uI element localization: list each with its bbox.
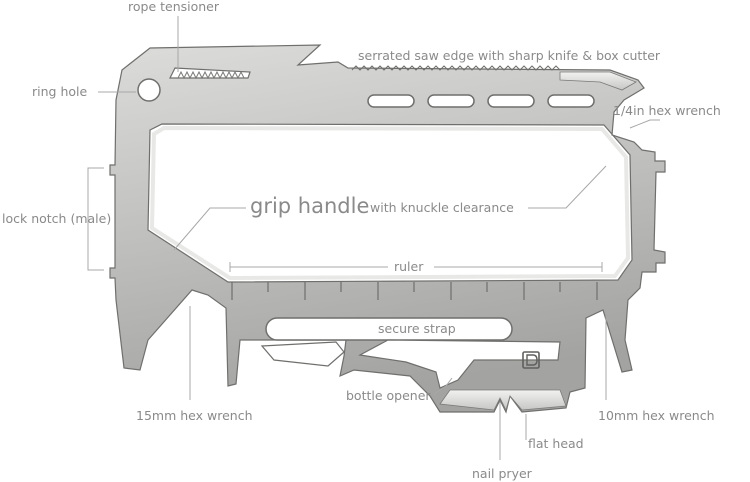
label-grip-main: grip handle <box>250 194 369 218</box>
leader-hex-quarter <box>629 119 660 129</box>
label-lock-notch: lock notch (male) <box>2 211 111 226</box>
saw-edge-teeth <box>351 65 561 71</box>
slot-1 <box>367 94 415 108</box>
leader-grip-right <box>528 165 607 209</box>
label-grip-sub: with knuckle clearance <box>370 200 514 215</box>
label-flat-head: flat head <box>528 436 584 451</box>
leader-ruler-left <box>229 262 388 272</box>
knife-bevel <box>559 71 637 91</box>
label-secure-strap: secure strap <box>378 321 456 336</box>
tool-body <box>109 44 666 414</box>
ruler-ticks <box>231 282 598 300</box>
leader-bottle-opener <box>433 377 453 395</box>
rope-tensioner-teeth <box>177 70 245 80</box>
label-rope-tensioner: rope tensioner <box>128 0 220 14</box>
leader-grip-left <box>173 207 246 251</box>
bracket-lock-notch <box>87 167 104 271</box>
label-hex-10mm: 10mm hex wrench <box>598 408 715 423</box>
label-hex-quarter: 1/4in hex wrench <box>613 103 721 118</box>
slot-2 <box>427 94 475 108</box>
bottle-opener-notch <box>358 339 561 389</box>
brand-d-logo-icon <box>522 351 540 369</box>
label-nail-pryer: nail pryer <box>472 466 533 481</box>
label-bottle-opener: bottle opener <box>346 388 431 403</box>
flat-head-bevel <box>439 389 567 412</box>
label-saw-edge: serrated saw edge with sharp knife & box… <box>358 48 661 63</box>
leader-ruler-right <box>434 262 603 272</box>
strap-cutout <box>260 341 345 367</box>
ring-hole-cutout <box>137 78 161 102</box>
label-hex-15mm: 15mm hex wrench <box>136 408 253 423</box>
slot-3 <box>487 94 535 108</box>
label-ruler: ruler <box>394 259 424 274</box>
slot-4 <box>547 94 595 108</box>
label-ring-hole: ring hole <box>32 84 87 99</box>
